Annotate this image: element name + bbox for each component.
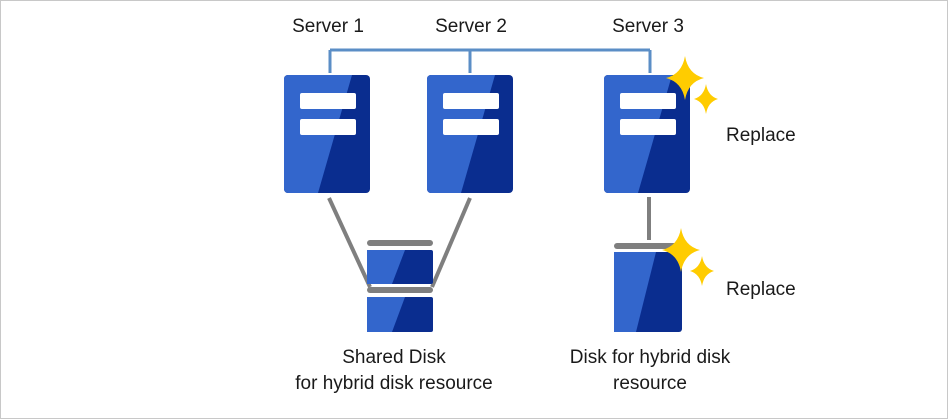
shared-disk-connectors	[327, 197, 472, 288]
server-1-icon	[284, 75, 370, 193]
server-3-label: Server 3	[612, 16, 684, 37]
shared-disk-icon	[367, 240, 433, 332]
hybrid-disk-label-line1: Disk for hybrid disk	[569, 347, 731, 368]
replace-disk-label: Replace	[726, 279, 796, 300]
server-1-label: Server 1	[292, 16, 364, 37]
hybrid-disk-label-line2: resource	[613, 373, 687, 394]
network-line	[328, 48, 652, 73]
server-2-label: Server 2	[435, 16, 507, 37]
replace-server-label: Replace	[726, 125, 796, 146]
shared-disk-label-line2: for hybrid disk resource	[295, 373, 493, 394]
server-3-icon	[604, 75, 690, 193]
shared-disk-label-line1: Shared Disk	[342, 347, 446, 368]
sparkle-server-icon	[666, 56, 718, 114]
sparkle-disk-icon	[662, 228, 714, 286]
hybrid-disk-icon	[614, 243, 682, 332]
server-2-icon	[427, 75, 513, 193]
